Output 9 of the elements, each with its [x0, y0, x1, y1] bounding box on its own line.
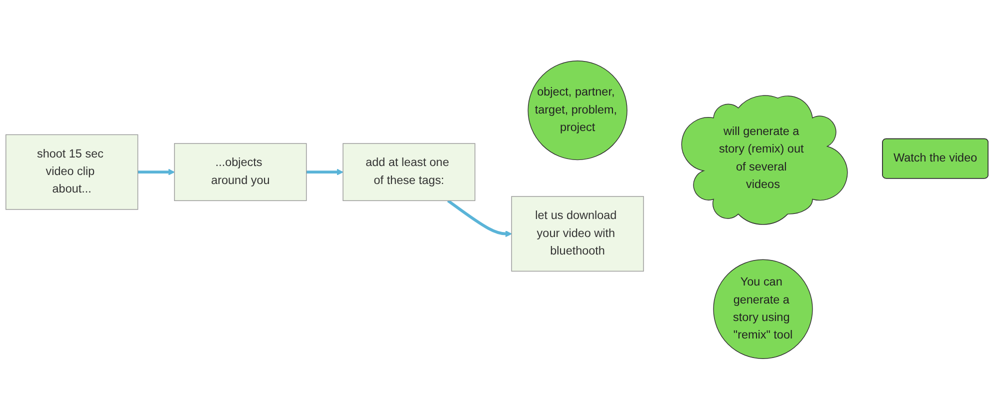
node-circle: object, partner, target, problem, project	[528, 60, 628, 160]
node-box: ...objects around you	[174, 143, 307, 202]
arrow	[447, 200, 512, 238]
node-circle: You can generate a story using "remix" tool	[713, 260, 813, 360]
arrow	[306, 169, 344, 176]
node-box: add at least one of these tags:	[342, 143, 476, 202]
node-box: shoot 15 sec video clip about...	[6, 134, 138, 210]
arrow	[138, 169, 175, 176]
node-box: let us download your video with bluethooth	[511, 196, 644, 272]
